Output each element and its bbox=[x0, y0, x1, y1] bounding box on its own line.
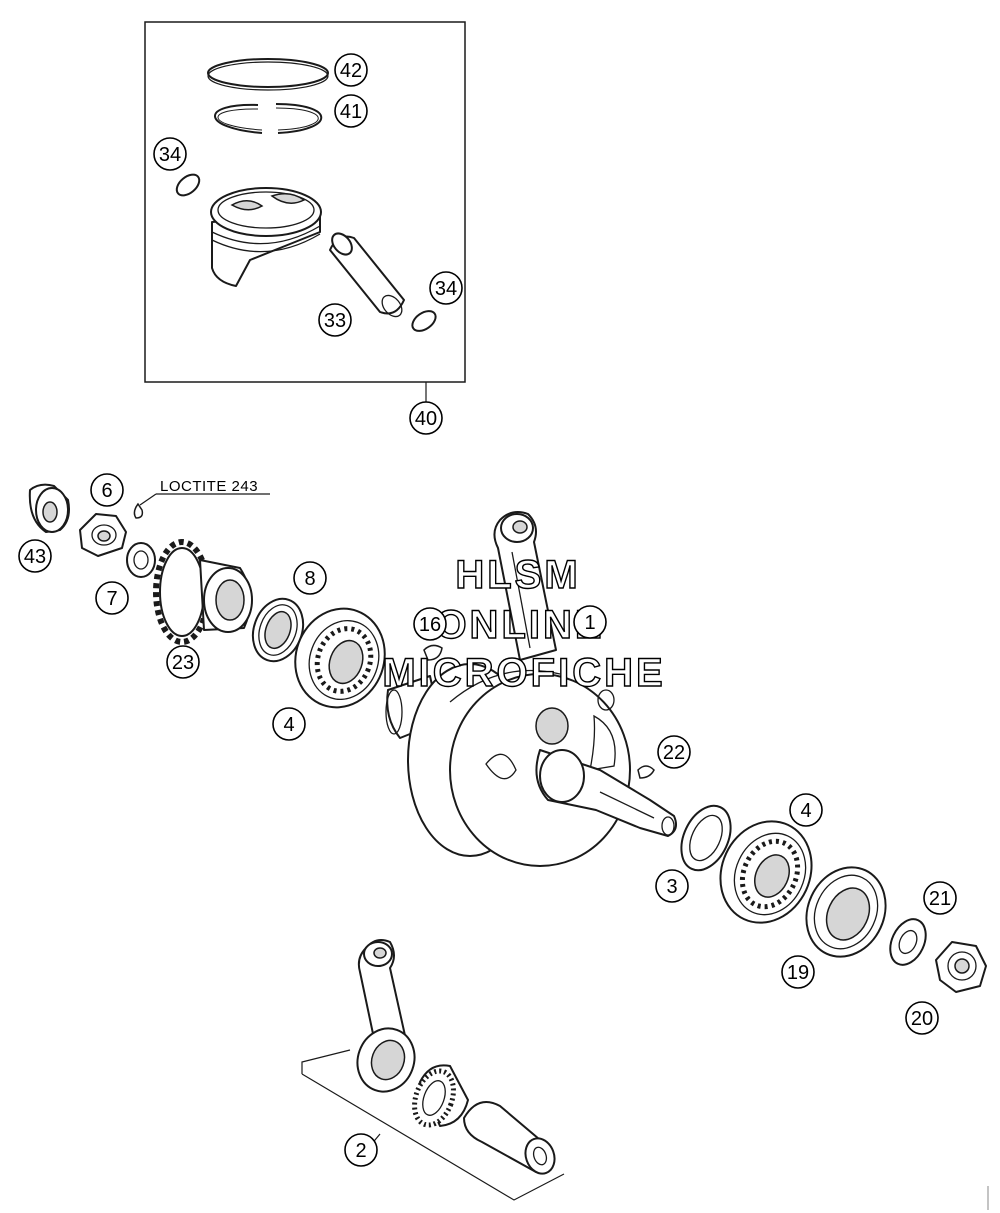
piston-ring-second bbox=[214, 103, 323, 134]
callout-20: 20 bbox=[905, 1001, 939, 1035]
right-shaft-parts bbox=[680, 804, 987, 993]
gear-23 bbox=[153, 539, 253, 645]
loctite-drop bbox=[133, 502, 144, 519]
svg-text:43: 43 bbox=[24, 546, 46, 568]
svg-text:3: 3 bbox=[666, 876, 677, 898]
piston bbox=[210, 187, 322, 287]
svg-text:4: 4 bbox=[283, 714, 294, 736]
bearing-4-right bbox=[719, 820, 813, 924]
shim-3 bbox=[680, 804, 732, 872]
callout-6: 6 bbox=[90, 473, 124, 507]
circlip-left bbox=[175, 173, 201, 197]
washer-21 bbox=[889, 918, 927, 966]
callout-3: 3 bbox=[655, 869, 689, 903]
svg-text:23: 23 bbox=[172, 652, 194, 674]
svg-text:34: 34 bbox=[159, 144, 181, 166]
crankshaft-assembly bbox=[385, 511, 677, 867]
svg-text:33: 33 bbox=[324, 310, 346, 332]
callout-1: 1 bbox=[573, 605, 607, 639]
washer-43 bbox=[28, 483, 70, 533]
callout-41: 41 bbox=[334, 94, 368, 128]
circlip-right bbox=[411, 310, 437, 332]
callout-43: 43 bbox=[18, 539, 52, 573]
watermark: HLSM ONLINE MICROFICHE bbox=[382, 552, 665, 695]
svg-text:34: 34 bbox=[435, 278, 457, 300]
callout-23: 23 bbox=[166, 645, 200, 679]
svg-text:42: 42 bbox=[340, 60, 362, 82]
crank-pin bbox=[463, 1101, 556, 1175]
svg-text:8: 8 bbox=[304, 568, 315, 590]
callout-22: 22 bbox=[657, 735, 691, 769]
svg-text:1: 1 bbox=[584, 612, 595, 634]
leader-loctite bbox=[139, 493, 157, 506]
piston-ring-top bbox=[207, 58, 329, 91]
svg-text:7: 7 bbox=[106, 588, 117, 610]
callout-34-right: 34 bbox=[429, 271, 463, 305]
nut-left bbox=[79, 513, 127, 557]
nut-20 bbox=[935, 941, 987, 993]
seal-19 bbox=[805, 866, 887, 958]
svg-text:22: 22 bbox=[663, 742, 685, 764]
svg-text:4: 4 bbox=[800, 800, 811, 822]
left-shaft-parts bbox=[28, 483, 386, 709]
connecting-rod-in-crank bbox=[493, 511, 557, 661]
callout-4-right: 4 bbox=[789, 793, 823, 827]
callout-42: 42 bbox=[334, 53, 368, 87]
watermark-line1: HLSM bbox=[455, 553, 580, 597]
callout-8: 8 bbox=[293, 561, 327, 595]
callout-40: 40 bbox=[409, 401, 443, 435]
conrod-kit-bracket bbox=[301, 1049, 565, 1201]
connecting-rod bbox=[356, 939, 416, 1093]
piston-pin bbox=[329, 232, 405, 318]
callout-19: 19 bbox=[781, 955, 815, 989]
conrod-kit bbox=[301, 939, 565, 1201]
callout-7: 7 bbox=[95, 581, 129, 615]
svg-text:40: 40 bbox=[415, 408, 437, 430]
loctite-note: LOCTITE 243 bbox=[160, 478, 258, 495]
needle-bearing bbox=[412, 1064, 469, 1128]
callout-34-left: 34 bbox=[153, 137, 187, 171]
svg-text:20: 20 bbox=[911, 1008, 933, 1030]
woodruff-key-16 bbox=[423, 644, 443, 661]
watermark-line3: MICROFICHE bbox=[382, 651, 665, 695]
callout-4-left: 4 bbox=[272, 707, 306, 741]
svg-text:19: 19 bbox=[787, 962, 809, 984]
svg-text:21: 21 bbox=[929, 888, 951, 910]
svg-text:16: 16 bbox=[419, 614, 441, 636]
lock-washer-7 bbox=[126, 542, 156, 578]
callout-33: 33 bbox=[318, 303, 352, 337]
piston-kit-frame bbox=[144, 21, 466, 383]
svg-text:6: 6 bbox=[101, 480, 112, 502]
bearing-4-left bbox=[294, 607, 386, 709]
piston-kit-group bbox=[144, 21, 466, 402]
callout-21: 21 bbox=[923, 881, 957, 915]
woodruff-key-22 bbox=[637, 765, 655, 779]
callout-2: 2 bbox=[344, 1133, 378, 1167]
svg-text:41: 41 bbox=[340, 101, 362, 123]
callout-16: 16 bbox=[413, 607, 447, 641]
svg-text:2: 2 bbox=[355, 1140, 366, 1162]
